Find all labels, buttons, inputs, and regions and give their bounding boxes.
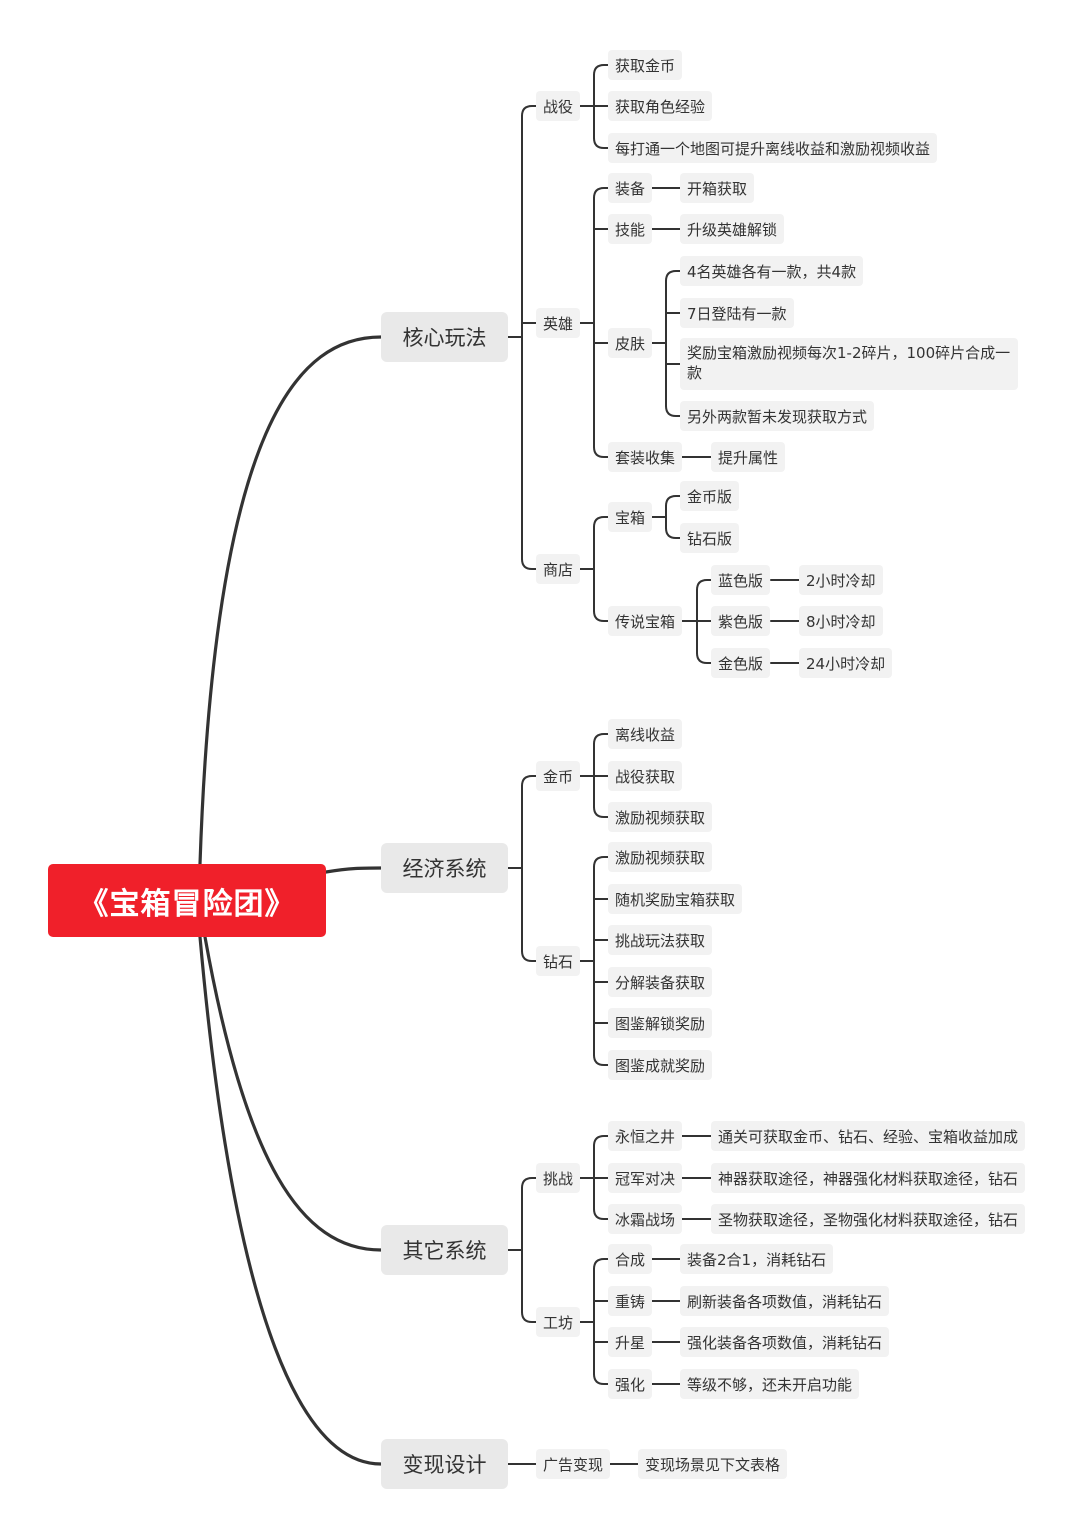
node-hero-skin[interactable]: 皮肤 [608,328,653,358]
connector-line [593,137,609,149]
node-shop[interactable]: 商店 [536,554,581,584]
node-workshop-desc[interactable]: 强化装备各项数值，消耗钻石 [680,1327,890,1357]
node-hero-equip-value[interactable]: 开箱获取 [680,173,755,203]
branch-other-systems[interactable]: 其它系统 [381,1225,508,1275]
node-workshop-desc[interactable]: 装备2合1，消耗钻石 [680,1244,834,1274]
connector-line [521,775,537,787]
node-diamond-item[interactable]: 图鉴成就奖励 [608,1050,713,1080]
node-legend-variant[interactable]: 金色版 [711,648,771,678]
node-challenge-reward[interactable]: 神器获取途径，神器强化材料获取途径，钻石 [711,1163,1026,1193]
node-battle-item[interactable]: 获取角色经验 [608,91,713,121]
node-challenge-mode[interactable]: 冠军对决 [608,1163,683,1193]
connector-line [593,1054,609,1066]
branch-economy[interactable]: 经济系统 [381,843,508,893]
node-challenge[interactable]: 挑战 [536,1163,581,1193]
node-workshop[interactable]: 工坊 [536,1307,581,1337]
node-skin-item[interactable]: 4名英雄各有一款，共4款 [680,256,864,286]
connector-line [521,558,537,570]
node-workshop-op[interactable]: 升星 [608,1327,653,1357]
connector-line [593,446,609,458]
connector-line [324,866,383,874]
connector-line [593,806,609,818]
connector-line [593,64,609,76]
connector-line [593,1208,609,1220]
node-chest-item[interactable]: 金币版 [680,481,740,511]
connector-line [593,187,609,199]
node-hero-set-value[interactable]: 提升属性 [711,442,786,472]
connector-line [203,935,383,1252]
branch-core-gameplay[interactable]: 核心玩法 [381,312,508,362]
node-legend-cooldown[interactable]: 2小时冷却 [799,565,883,595]
node-skin-item[interactable]: 奖励宝箱激励视频每次1-2碎片，100碎片合成一款 [680,338,1018,390]
connector-line [665,270,681,282]
node-ad-monetization[interactable]: 广告变现 [536,1449,611,1479]
connector-line [665,405,681,417]
node-hero-skill-value[interactable]: 升级英雄解锁 [680,214,785,244]
node-diamond-item[interactable]: 随机奖励宝箱获取 [608,884,743,914]
node-battle[interactable]: 战役 [536,91,581,121]
node-diamond-item[interactable]: 分解装备获取 [608,967,713,997]
connector-line [593,610,609,622]
connector-line [593,856,609,868]
node-workshop-op[interactable]: 合成 [608,1244,653,1274]
node-diamond-item[interactable]: 激励视频获取 [608,842,713,872]
node-gold[interactable]: 金币 [536,761,581,791]
node-battle-item[interactable]: 获取金币 [608,50,683,80]
node-challenge-mode[interactable]: 永恒之井 [608,1121,683,1151]
node-workshop-desc[interactable]: 刷新装备各项数值，消耗钻石 [680,1286,890,1316]
branch-monetization[interactable]: 变现设计 [381,1439,508,1489]
node-diamond-item[interactable]: 挑战玩法获取 [608,925,713,955]
connector-line [665,495,681,507]
node-legend-variant[interactable]: 紫色版 [711,606,771,636]
node-gold-item[interactable]: 战役获取 [608,761,683,791]
node-shop-legend[interactable]: 传说宝箱 [608,606,683,636]
node-workshop-op[interactable]: 重铸 [608,1286,653,1316]
connector-line [521,1177,537,1189]
node-shop-chest[interactable]: 宝箱 [608,502,653,532]
connector-line [521,1311,537,1323]
connector-line [593,516,609,528]
node-legend-cooldown[interactable]: 24小时冷却 [799,648,893,678]
connector-line [696,652,712,664]
node-skin-item[interactable]: 另外两款暂未发现获取方式 [680,401,875,431]
node-gold-item[interactable]: 离线收益 [608,719,683,749]
node-workshop-op[interactable]: 强化 [608,1369,653,1399]
node-challenge-reward[interactable]: 通关可获取金币、钻石、经验、宝箱收益加成 [711,1121,1026,1151]
connector-line [198,935,383,1466]
node-legend-variant[interactable]: 蓝色版 [711,565,771,595]
connector-line [696,579,712,591]
connector-line [593,1135,609,1147]
node-workshop-desc[interactable]: 等级不够，还未开启功能 [680,1369,860,1399]
connector-line [593,1258,609,1270]
node-hero-set[interactable]: 套装收集 [608,442,683,472]
node-legend-cooldown[interactable]: 8小时冷却 [799,606,883,636]
node-diamond-item[interactable]: 图鉴解锁奖励 [608,1008,713,1038]
node-hero[interactable]: 英雄 [536,308,581,338]
node-diamond[interactable]: 钻石 [536,946,581,976]
connector-line [593,733,609,745]
node-hero-equip[interactable]: 装备 [608,173,653,203]
connector-line [521,105,537,117]
node-challenge-reward[interactable]: 圣物获取途径，圣物强化材料获取途径，钻石 [711,1204,1026,1234]
node-hero-skill[interactable]: 技能 [608,214,653,244]
connector-line [198,335,383,866]
node-challenge-mode[interactable]: 冰霜战场 [608,1204,683,1234]
connector-line [521,950,537,962]
node-battle-item[interactable]: 每打通一个地图可提升离线收益和激励视频收益 [608,133,938,163]
node-chest-item[interactable]: 钻石版 [680,523,740,553]
connector-line [665,527,681,539]
node-gold-item[interactable]: 激励视频获取 [608,802,713,832]
root-node[interactable]: 《宝箱冒险团》 [48,864,326,937]
node-ad-monetization-value[interactable]: 变现场景见下文表格 [638,1449,788,1479]
node-skin-item[interactable]: 7日登陆有一款 [680,298,794,328]
connector-line [593,1373,609,1385]
